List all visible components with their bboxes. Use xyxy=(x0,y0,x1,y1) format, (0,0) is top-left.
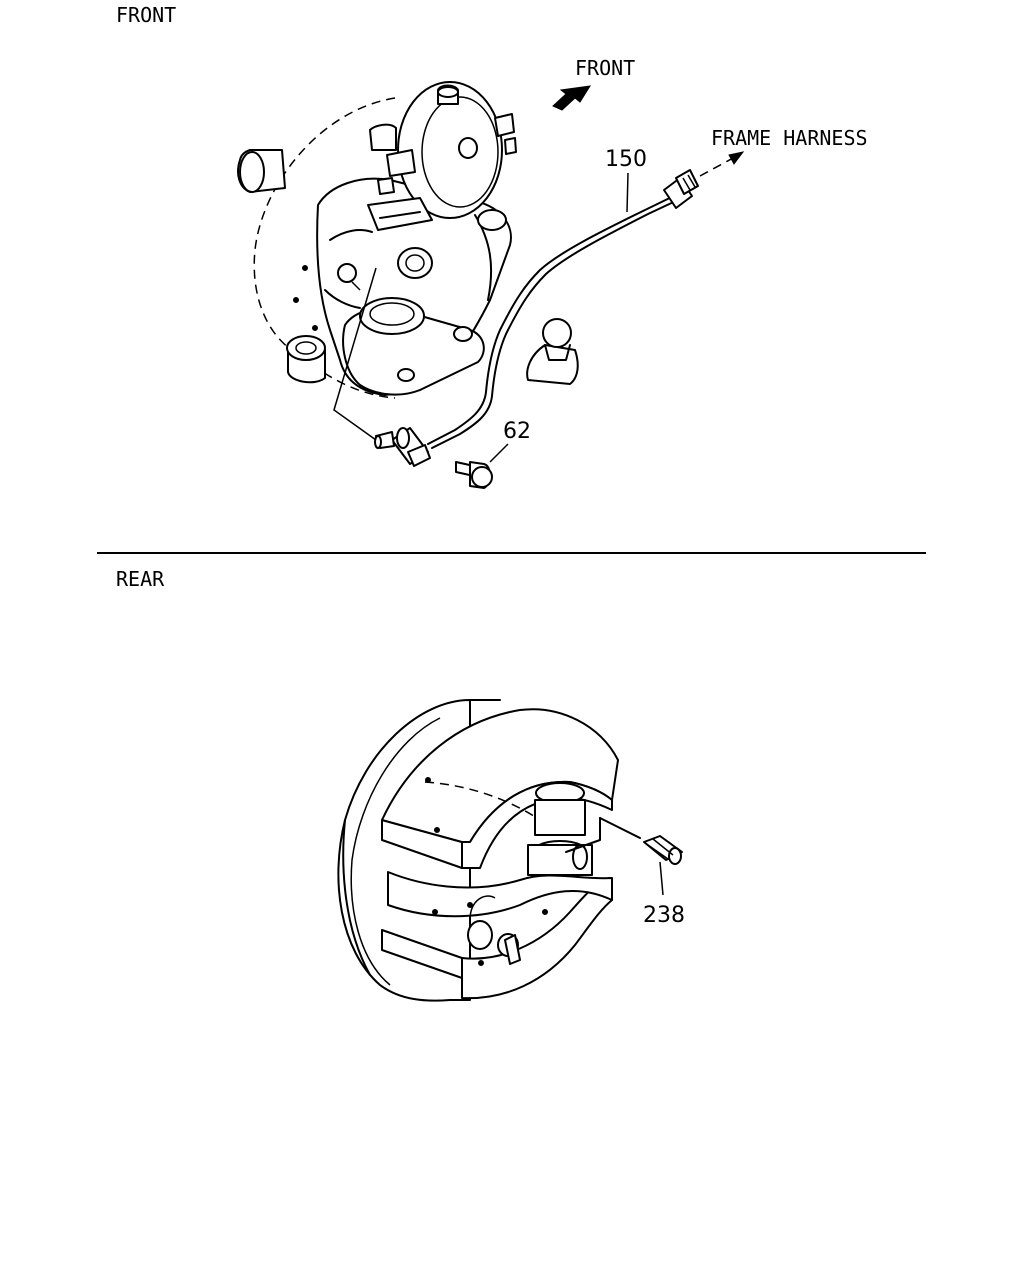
rear-section: REAR xyxy=(116,567,685,1002)
front-speed-sensor xyxy=(374,427,431,467)
rear-speed-sensor xyxy=(643,835,683,896)
steering-knuckle xyxy=(286,177,579,396)
lower-brake-shoe xyxy=(381,871,613,1000)
callout-150-leader xyxy=(626,172,629,213)
front-direction-label: FRONT xyxy=(575,56,635,80)
frame-harness-arrowhead xyxy=(728,151,745,165)
rear-section-heading: REAR xyxy=(116,567,165,591)
callout-62: 62 xyxy=(503,419,531,444)
bolt xyxy=(455,443,509,489)
frame-harness-indicator: FRAME HARNESS xyxy=(699,126,868,177)
frame-harness-label: FRAME HARNESS xyxy=(711,126,868,150)
front-section-heading: FRONT xyxy=(116,3,176,27)
front-hub-cap xyxy=(367,81,517,231)
front-backing-plate xyxy=(253,97,396,399)
front-direction-arrow xyxy=(552,85,591,111)
rear-wheel-cylinder xyxy=(527,782,641,876)
callout-238: 238 xyxy=(643,903,685,928)
front-section: FRONT FRONT FRAME HARNESS xyxy=(116,3,868,489)
front-direction-indicator: FRONT xyxy=(552,56,635,111)
callout-150: 150 xyxy=(605,147,647,172)
frame-harness-leader xyxy=(699,156,736,177)
axle-stub xyxy=(237,149,286,193)
harness-connector xyxy=(663,169,699,209)
wheel-speed-sensor-wire xyxy=(333,169,699,467)
